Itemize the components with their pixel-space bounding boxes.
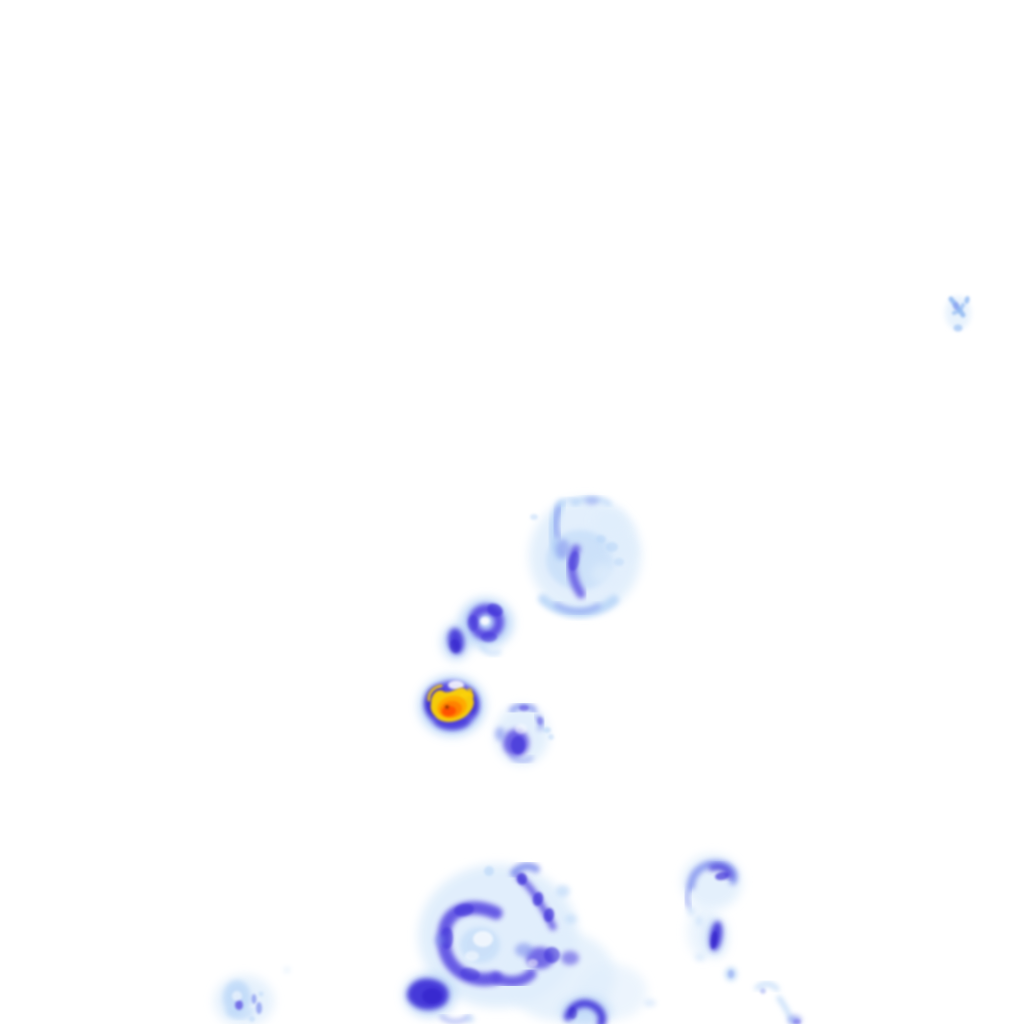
heat-blob — [596, 535, 606, 543]
heat-blob — [565, 914, 577, 924]
heat-blob — [479, 644, 502, 656]
heat-blob — [487, 603, 503, 617]
heat-blob — [468, 615, 478, 631]
heat-blob — [548, 734, 554, 740]
heat-blob — [232, 991, 242, 1001]
heatmap-blob-layer — [214, 296, 971, 1024]
heat-blob — [448, 680, 464, 690]
heat-blob — [256, 1002, 262, 1014]
heat-blob — [684, 885, 693, 909]
heat-blob — [543, 727, 551, 733]
heat-blob — [556, 885, 570, 897]
heat-blob — [568, 551, 580, 571]
heat-blob — [953, 302, 959, 310]
heat-blob — [606, 542, 618, 552]
heat-blob — [473, 931, 493, 947]
heat-blob — [481, 632, 497, 642]
heat-blob — [528, 959, 538, 967]
heat-blob — [491, 968, 537, 987]
heat-blob — [515, 724, 527, 734]
heat-blob — [793, 1019, 801, 1024]
heat-blob — [953, 324, 963, 332]
heat-blob — [422, 988, 442, 1004]
heat-blob — [480, 617, 490, 625]
heat-blob — [517, 873, 527, 885]
heat-blob — [728, 970, 734, 978]
heat-blob — [715, 871, 729, 881]
heat-blob — [537, 717, 543, 725]
heat-blob — [543, 908, 555, 922]
heat-blob — [258, 991, 264, 997]
heat-blob — [585, 497, 599, 505]
heat-blob — [532, 892, 544, 906]
heat-blob — [435, 934, 445, 946]
heat-blob — [569, 1007, 577, 1019]
heat-blob — [460, 967, 480, 981]
heat-blob — [696, 916, 702, 926]
heat-blob — [427, 684, 443, 702]
heat-blob — [225, 1008, 254, 1020]
heat-blob — [561, 951, 579, 965]
heat-blob — [510, 862, 540, 877]
heat-blob — [760, 988, 766, 994]
heat-blob — [594, 508, 626, 534]
heat-blob — [591, 563, 617, 585]
heat-blob — [442, 705, 456, 717]
heat-blob — [754, 981, 780, 992]
heat-blob — [515, 943, 533, 957]
heat-blob — [449, 639, 461, 653]
heat-blob — [952, 303, 965, 315]
heat-blob — [284, 967, 290, 973]
heat-blob — [519, 705, 529, 711]
heat-blob — [251, 994, 257, 1004]
heat-blob — [445, 705, 449, 709]
heat-blob — [465, 1015, 475, 1023]
heat-blob — [530, 514, 538, 520]
heat-blob — [554, 602, 601, 615]
heat-blob — [552, 505, 562, 539]
heat-blob — [556, 539, 570, 559]
heat-blob — [465, 688, 473, 696]
heat-blob — [614, 558, 624, 566]
heat-blob — [709, 863, 733, 879]
heat-blob — [544, 947, 560, 963]
heat-blob — [644, 999, 656, 1007]
heat-blob — [511, 736, 525, 754]
heat-blob — [710, 931, 718, 949]
heat-blob — [465, 951, 479, 961]
heat-blob — [687, 906, 695, 916]
heat-blob — [249, 1016, 255, 1022]
heat-blob — [454, 903, 474, 917]
heat-blob — [964, 296, 970, 304]
heat-blob — [509, 754, 534, 764]
heat-blob — [235, 1000, 243, 1010]
heat-blob — [495, 727, 505, 741]
heat-blob — [484, 866, 494, 876]
